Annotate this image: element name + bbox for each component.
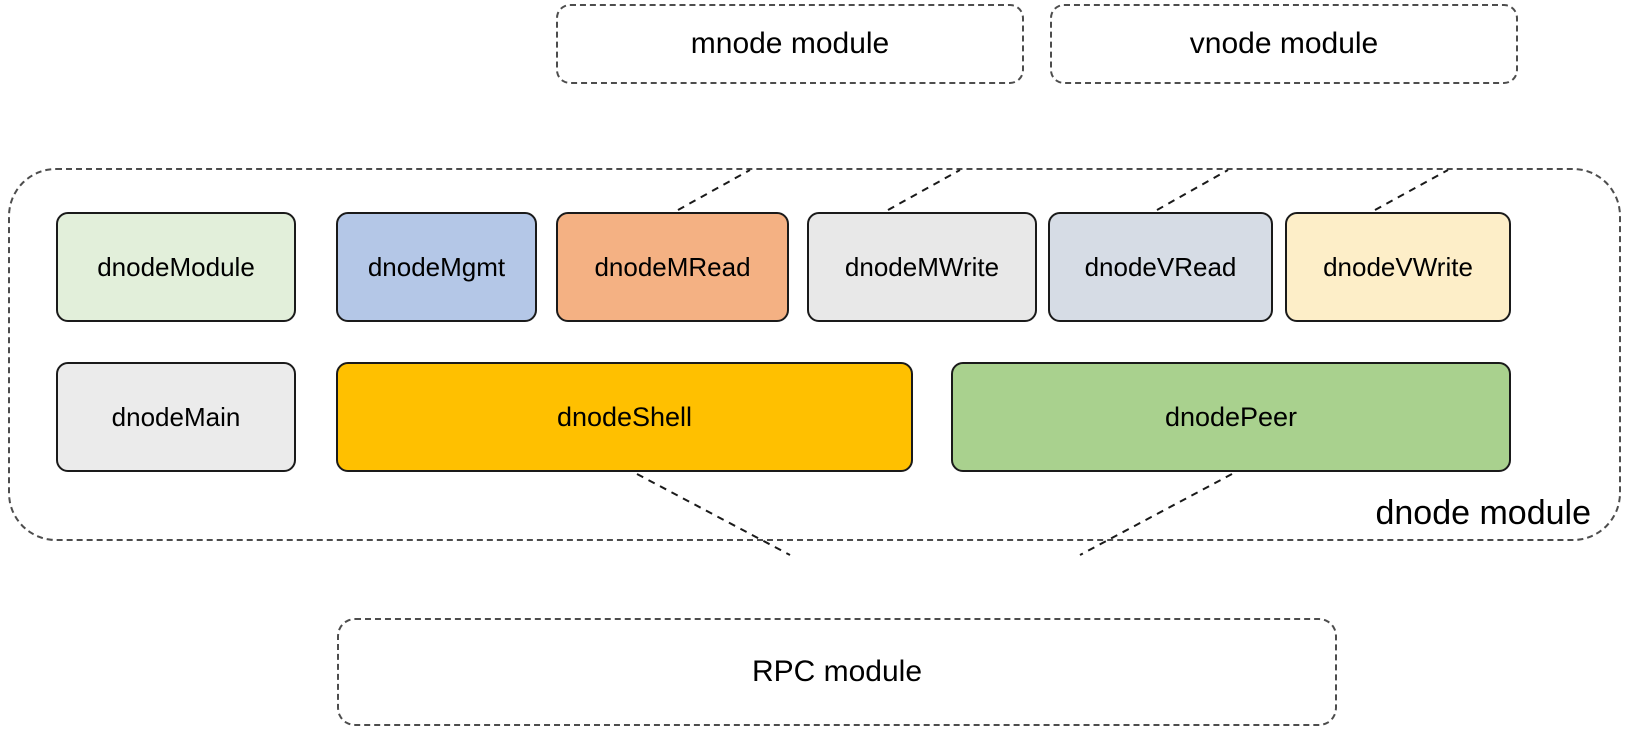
vnode-module-box: vnode module <box>1050 4 1518 84</box>
component-label: dnodeMWrite <box>844 251 1000 282</box>
component-dnode-mread[interactable]: dnodeMRead <box>556 212 789 322</box>
component-dnode-peer[interactable]: dnodePeer <box>951 362 1511 472</box>
component-dnode-vread[interactable]: dnodeVRead <box>1048 212 1273 322</box>
mnode-module-label: mnode module <box>690 27 890 60</box>
component-label: dnodeVRead <box>1084 251 1237 282</box>
component-label: dnodeModule <box>97 251 255 282</box>
mnode-module-box: mnode module <box>556 4 1024 84</box>
component-dnode-mgmt[interactable]: dnodeMgmt <box>336 212 537 322</box>
component-label: dnodeMRead <box>594 251 751 282</box>
dnode-module-label: dnode module <box>1375 494 1591 532</box>
component-label: dnodeVWrite <box>1323 251 1473 282</box>
component-label: dnodePeer <box>1164 401 1298 432</box>
component-dnode-mwrite[interactable]: dnodeMWrite <box>807 212 1037 322</box>
component-dnode-module[interactable]: dnodeModule <box>56 212 296 322</box>
component-label: dnodeMain <box>111 401 241 432</box>
component-dnode-vwrite[interactable]: dnodeVWrite <box>1285 212 1511 322</box>
component-label: dnodeShell <box>556 401 693 432</box>
rpc-module-label: RPC module <box>751 655 923 688</box>
rpc-module-box: RPC module <box>337 618 1337 726</box>
component-dnode-main[interactable]: dnodeMain <box>56 362 296 472</box>
vnode-module-label: vnode module <box>1189 27 1379 60</box>
component-label: dnodeMgmt <box>367 251 506 282</box>
component-dnode-shell[interactable]: dnodeShell <box>336 362 913 472</box>
